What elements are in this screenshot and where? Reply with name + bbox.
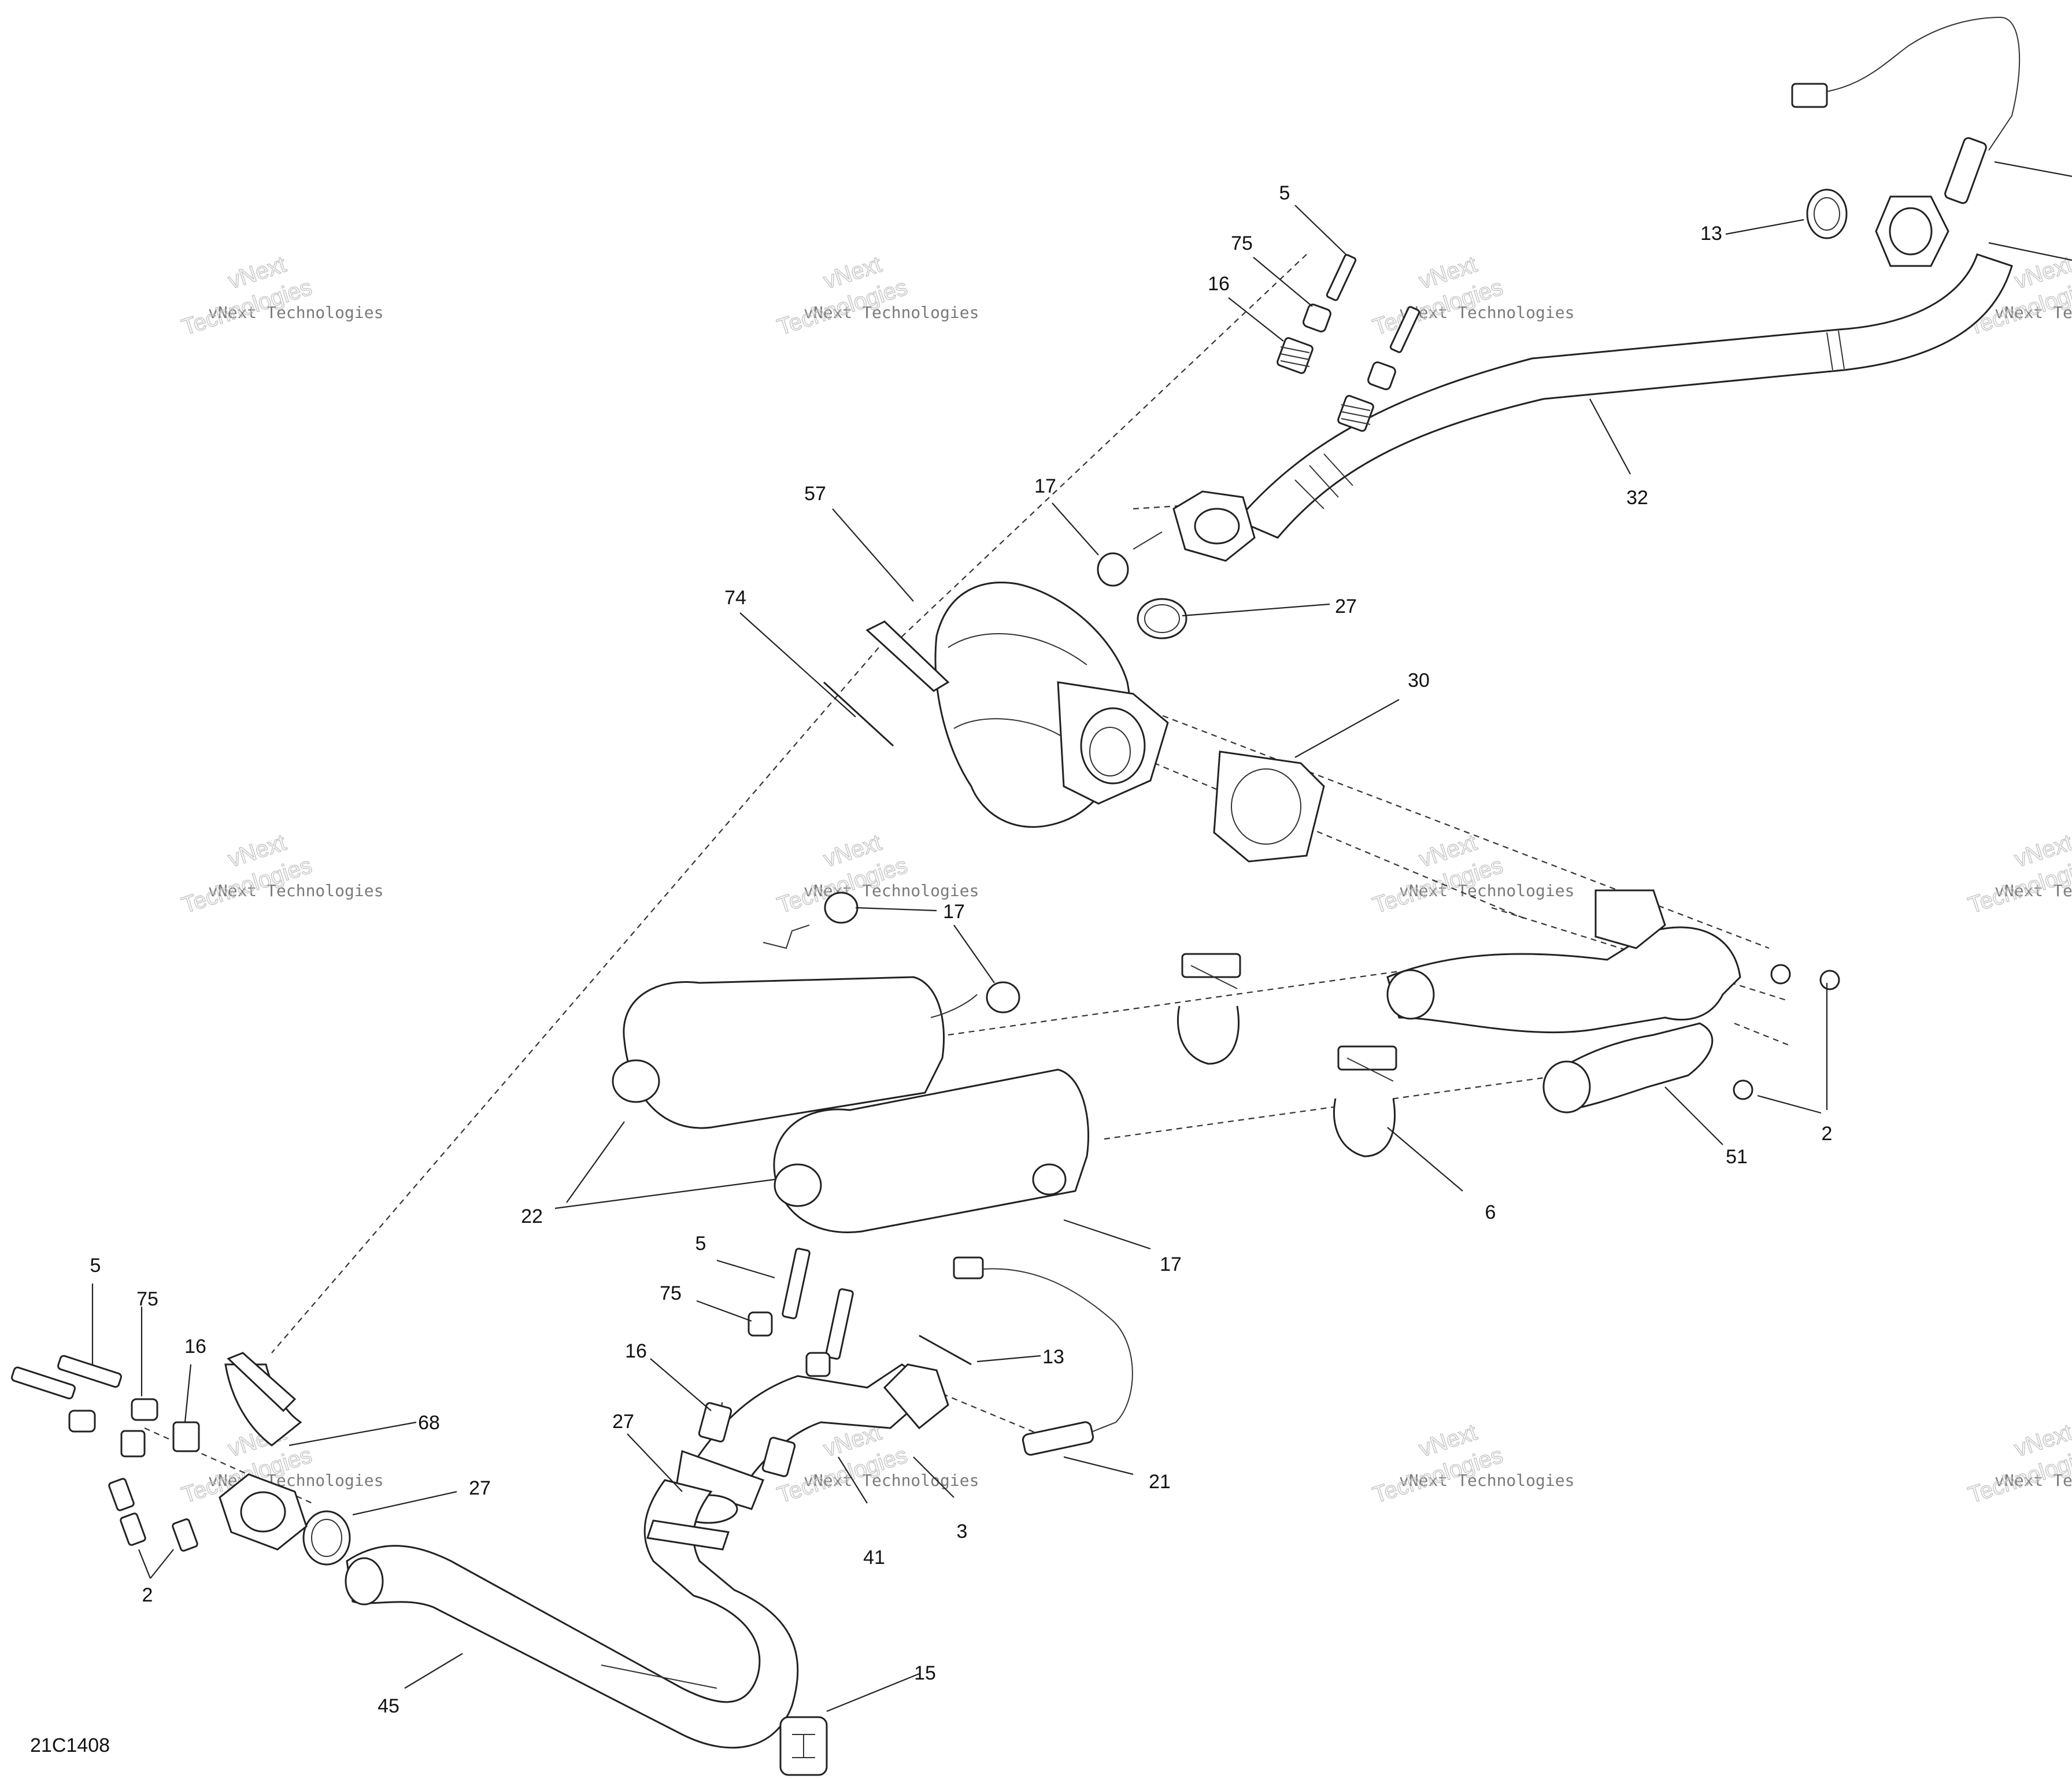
callout-41: 41 (863, 1547, 885, 1569)
callout-68: 68 (418, 1412, 440, 1434)
muffler-upper (612, 924, 978, 1129)
callout-51: 51 (1726, 1146, 1748, 1168)
callout-32: 32 (1626, 487, 1648, 509)
callout-27-left: 27 (469, 1477, 491, 1499)
head-pipe-41 (675, 1363, 949, 1510)
svg-text:vNext Technologies: vNext Technologies (208, 881, 383, 900)
oxygen-sensor-lower (953, 1256, 1133, 1456)
gasket-27-upper (1137, 598, 1187, 639)
svg-text:vNext Technologies: vNext Technologies (1399, 881, 1574, 900)
callout-57: 57 (804, 483, 826, 505)
watermark-layer: vNext Technologies vNext Technologies vN… (178, 251, 2072, 1508)
bolt-upper (1326, 254, 1420, 353)
assembly-lines (144, 254, 1793, 1504)
callout-30: 30 (1408, 670, 1430, 691)
callout-75-lower: 75 (660, 1282, 682, 1304)
clamp-6-upper (1176, 953, 1241, 1065)
rubber-mount-15 (779, 1716, 828, 1776)
callout-27-lower: 27 (612, 1411, 634, 1433)
svg-text:vNext Technologies: vNext Technologies (804, 303, 979, 322)
callout-75-upper: 75 (1231, 232, 1253, 254)
callout-27-upper: 27 (1335, 596, 1357, 617)
callout-74: 74 (724, 587, 746, 609)
callout-13-upper: 13 (1700, 223, 1722, 245)
upper-flange (1875, 195, 1949, 267)
catalytic-converter (865, 582, 1169, 828)
muffler-lower (773, 1068, 1089, 1233)
callout-labels: 5 75 16 13 17 57 74 27 32 30 17 22 17 6 … (90, 182, 1833, 1717)
callout-6: 6 (1485, 1201, 1496, 1223)
svg-text:vNext Technologies: vNext Technologies (1399, 303, 1574, 322)
gasket-ring-upper (1806, 188, 1848, 239)
diagram-code: 21C1408 (30, 1734, 110, 1756)
callout-21: 21 (1149, 1471, 1171, 1493)
callout-16-lower: 16 (625, 1340, 647, 1362)
callout-13-lower: 13 (1042, 1346, 1064, 1368)
bolts-2-right (1733, 964, 1840, 1100)
svg-text:vNext Technologies: vNext Technologies (208, 303, 383, 322)
callout-17-lower: 17 (1160, 1253, 1182, 1275)
callout-3: 3 (957, 1521, 968, 1543)
svg-text:vNext Technologies: vNext Technologies (804, 1471, 979, 1490)
callout-16-upper: 16 (1208, 273, 1230, 295)
callout-17-upper: 17 (1034, 475, 1056, 497)
callout-5-left: 5 (90, 1255, 101, 1277)
head-pipe-lower (1386, 889, 1741, 1114)
callout-15: 15 (914, 1662, 936, 1684)
spring-upper (1276, 337, 1374, 432)
head-pipe-upper (1172, 253, 2013, 562)
pipe-45 (345, 1479, 799, 1749)
springs-16-lower (698, 1402, 796, 1477)
callout-5-lower: 5 (695, 1233, 706, 1255)
callout-2-left: 2 (142, 1584, 153, 1606)
callout-16-left: 16 (184, 1336, 206, 1358)
callout-22: 22 (521, 1205, 543, 1227)
callout-75-left: 75 (136, 1288, 158, 1310)
pipe-68 (219, 1352, 308, 1551)
hardware-lower-left (11, 1355, 200, 1552)
svg-text:vNext Technologies: vNext Technologies (1995, 1471, 2072, 1490)
bolts-5-lower (748, 1248, 854, 1377)
svg-text:vNext Technologies: vNext Technologies (1995, 881, 2072, 900)
clamp-6-lower (1333, 1045, 1397, 1157)
callout-17-mid: 17 (943, 901, 965, 923)
leader-lines (91, 161, 2072, 1713)
grommet-17-upper (1097, 531, 1163, 587)
oxygen-sensor-upper (1791, 16, 2021, 204)
flange-gasket-30 (1213, 750, 1325, 863)
gasket-13-lower (919, 1334, 972, 1366)
gasket-27-lower (302, 1510, 351, 1566)
callout-45: 45 (378, 1695, 399, 1717)
spacer-upper (1303, 304, 1396, 390)
svg-text:vNext Technologies: vNext Technologies (1995, 303, 2072, 322)
svg-text:vNext Technologies: vNext Technologies (1399, 1471, 1574, 1490)
gasket-74 (823, 681, 894, 747)
callout-2-right: 2 (1822, 1123, 1833, 1145)
grommet-17-mid (824, 892, 1067, 1196)
callout-5-upper: 5 (1279, 182, 1290, 204)
